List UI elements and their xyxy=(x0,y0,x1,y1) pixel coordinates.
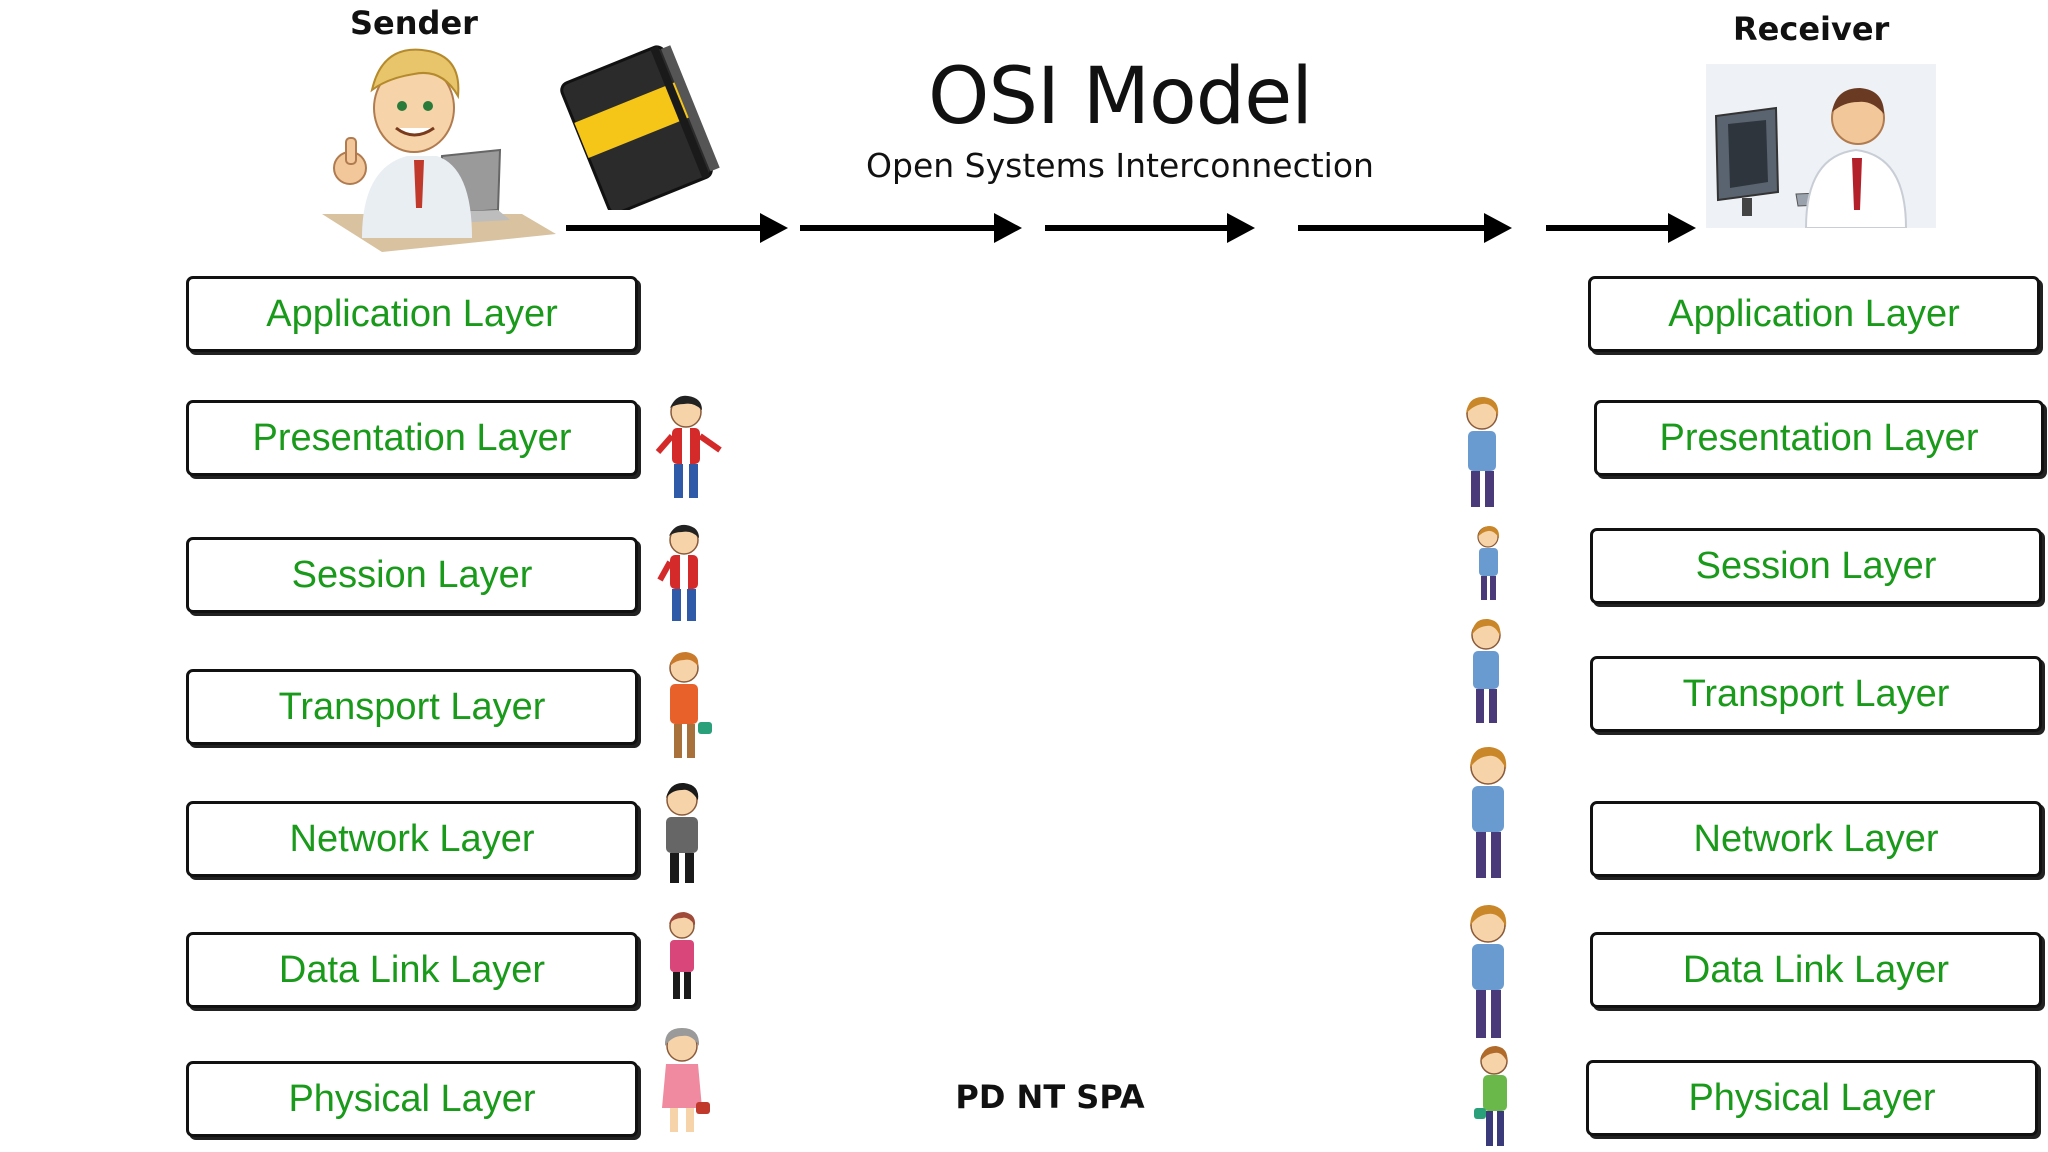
sender-presentation-layer-box: Presentation Layer xyxy=(186,400,638,476)
sender-physical-person-icon xyxy=(662,1028,710,1132)
sender-label: Sender xyxy=(350,4,478,42)
receiver-application-layer-box: Application Layer xyxy=(1588,276,2040,352)
sender-transport-layer-box: Transport Layer xyxy=(186,669,638,745)
receiver-label: Receiver xyxy=(1733,10,1890,48)
sender-data-link-person-icon xyxy=(669,912,696,999)
receiver-physical-layer-box: Physical Layer xyxy=(1586,1060,2038,1136)
receiver-transport-person-icon xyxy=(1471,618,1501,723)
sender-transport-person-icon xyxy=(669,652,712,758)
receiver-network-layer-box: Network Layer xyxy=(1590,801,2042,877)
receiver-person-at-computer-icon xyxy=(1706,64,1936,228)
arrow-1 xyxy=(566,213,788,243)
sender-person-at-laptop-icon xyxy=(322,48,556,252)
receiver-presentation-person-icon xyxy=(1466,396,1499,507)
arrow-3 xyxy=(1045,213,1255,243)
sender-data-link-layer-box: Data Link Layer xyxy=(186,932,638,1008)
message-notebook-icon xyxy=(560,45,720,210)
sender-application-layer-box: Application Layer xyxy=(186,276,638,352)
arrow-5 xyxy=(1546,213,1696,243)
receiver-physical-person-icon xyxy=(1474,1046,1508,1146)
arrow-4 xyxy=(1298,213,1512,243)
page-title: OSI Model xyxy=(928,52,1313,142)
page-subtitle: Open Systems Interconnection xyxy=(866,146,1374,185)
sender-session-person-icon xyxy=(657,524,699,621)
receiver-data-link-person-icon xyxy=(1470,904,1507,1038)
transmission-arrows xyxy=(566,213,1696,243)
receiver-transport-layer-box: Transport Layer xyxy=(1590,656,2042,732)
sender-network-layer-box: Network Layer xyxy=(186,801,638,877)
receiver-session-layer-box: Session Layer xyxy=(1590,528,2042,604)
sender-network-person-icon xyxy=(666,782,699,883)
sender-session-layer-box: Session Layer xyxy=(186,537,638,613)
receiver-presentation-layer-box: Presentation Layer xyxy=(1594,400,2044,476)
arrow-2 xyxy=(800,213,1022,243)
sender-presentation-person-icon xyxy=(655,395,722,498)
receiver-data-link-layer-box: Data Link Layer xyxy=(1590,932,2042,1008)
footer-label: PD NT SPA xyxy=(955,1078,1145,1116)
receiver-network-person-icon xyxy=(1470,746,1507,878)
receiver-session-person-icon xyxy=(1477,526,1500,600)
sender-physical-layer-box: Physical Layer xyxy=(186,1061,638,1137)
